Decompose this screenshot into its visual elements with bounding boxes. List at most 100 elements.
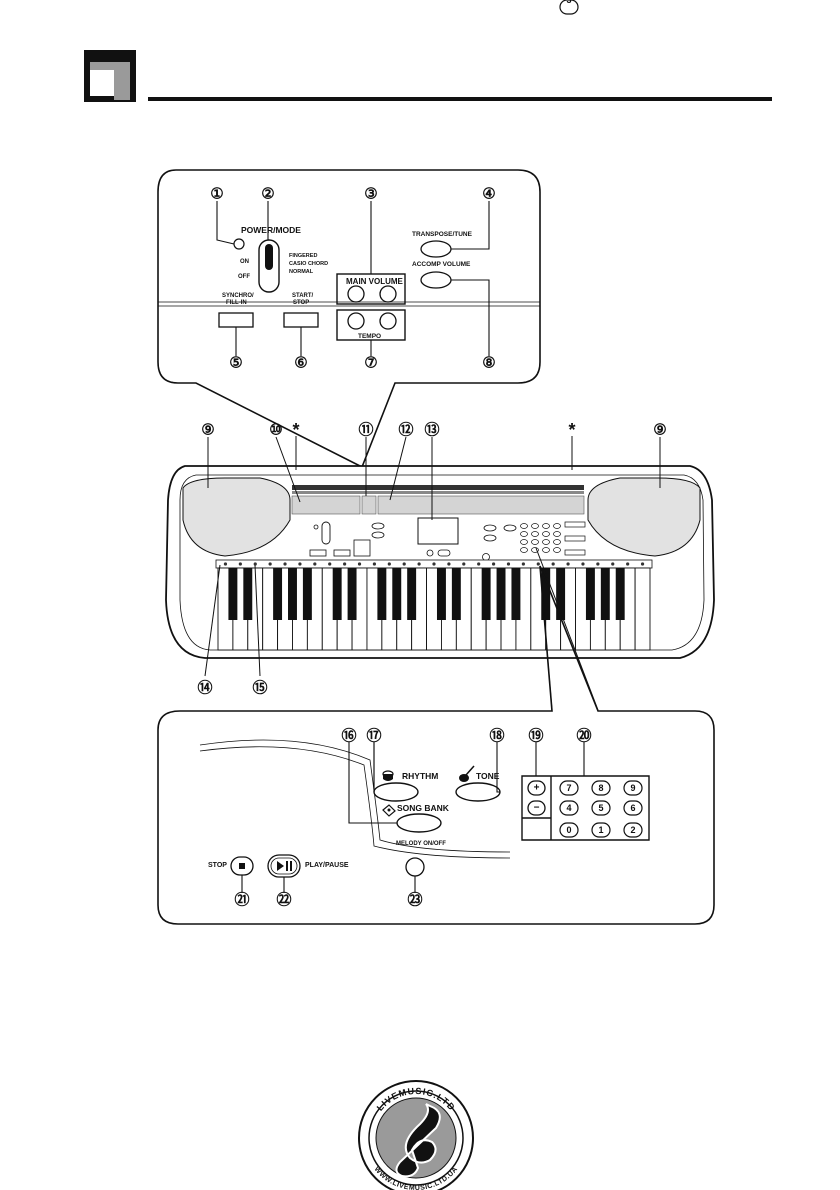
callout-8: ⑧ (482, 355, 495, 372)
black-key[interactable] (511, 568, 521, 620)
keypad-button-1[interactable] (591, 822, 611, 838)
power-led (233, 238, 245, 250)
key-marker (402, 562, 406, 566)
callout-14: ⑭ (197, 679, 212, 697)
callout-5: ⑤ (229, 355, 242, 372)
livemusic-logo: LIVEMUSIC.LTD WWW.LIVEMUSIC.LTD.UA (358, 1080, 474, 1190)
tempo-down-button[interactable] (347, 312, 365, 330)
keypad-button-4[interactable] (559, 800, 579, 816)
callout-7: ⑦ (364, 355, 377, 372)
keypad-button-0[interactable] (559, 822, 579, 838)
song-bank-label: SONG BANK (397, 803, 450, 813)
stop-icon (239, 863, 245, 869)
black-key[interactable] (347, 568, 357, 620)
callout-22: ㉒ (276, 891, 291, 909)
asterisk-left: * (292, 420, 299, 440)
keypad-button-7[interactable] (559, 780, 579, 796)
key-marker (506, 562, 511, 566)
rhythm-button[interactable] (373, 782, 419, 802)
keypad-button-8[interactable] (591, 780, 611, 796)
black-key[interactable] (451, 568, 461, 620)
keypad-button-9[interactable] (623, 780, 643, 796)
black-key[interactable] (288, 568, 297, 620)
key-marker (640, 562, 645, 566)
black-key[interactable] (332, 568, 342, 620)
black-key[interactable] (585, 568, 595, 620)
black-key[interactable] (273, 568, 283, 620)
black-key[interactable] (392, 568, 402, 620)
power-mode-label: POWER/MODE (241, 225, 301, 235)
keypad-button-3[interactable] (559, 0, 579, 15)
callout-3: ③ (364, 186, 377, 203)
callout-10: ⑩ (269, 422, 282, 439)
song-bank-button[interactable] (396, 813, 442, 833)
song-list (377, 495, 585, 515)
asterisk-right: * (568, 420, 575, 440)
start-label-1: START/ (292, 293, 314, 299)
mini-keypad-button (553, 523, 561, 529)
black-key[interactable] (302, 568, 312, 620)
key-marker (536, 562, 540, 566)
key-marker (313, 562, 317, 566)
key-marker (343, 562, 347, 566)
callout-1: ① (210, 186, 223, 203)
mini-keypad-button (553, 531, 561, 537)
black-key[interactable] (481, 568, 491, 620)
black-key[interactable] (541, 568, 551, 620)
keyboard-body: * * ⑨ ⑨ ⑩ ⑪ ⑫ ⑬ ⑭ ⑮ (165, 420, 715, 711)
keypad-digit: 5 (598, 803, 603, 813)
black-key[interactable] (377, 568, 387, 620)
mini-keypad-button (531, 531, 539, 537)
transpose-tune-button[interactable] (420, 240, 452, 258)
mini-keypad-button (531, 539, 539, 545)
key-marker (283, 562, 287, 566)
callout-16: ⑯ (341, 727, 356, 745)
guitar-icon (459, 765, 475, 782)
black-key[interactable] (228, 568, 238, 620)
callout-21: ㉑ (234, 891, 249, 909)
callout-12: ⑫ (398, 421, 413, 439)
rhythm-label: RHYTHM (402, 771, 438, 781)
keypad-button-5[interactable] (591, 800, 611, 816)
keypad-digit: 0 (566, 825, 571, 835)
callout-15: ⑮ (252, 679, 267, 697)
minus-button[interactable] (527, 800, 546, 816)
keypad-button-6[interactable] (623, 800, 643, 816)
mini-keypad-button (542, 523, 550, 529)
main-volume-label: MAIN VOLUME (346, 277, 404, 286)
synchro-fill-in-button[interactable] (218, 312, 254, 328)
rhythm-list (361, 495, 377, 515)
main-volume-up-button[interactable] (379, 285, 397, 303)
mini-slider (564, 521, 586, 528)
accomp-volume-button[interactable] (420, 271, 452, 289)
black-key[interactable] (556, 568, 566, 620)
callout-9-left: ⑨ (201, 422, 214, 439)
main-volume-down-button[interactable] (347, 285, 365, 303)
key-marker (417, 562, 421, 566)
black-key[interactable] (407, 568, 417, 620)
black-key[interactable] (600, 568, 610, 620)
white-key[interactable] (634, 567, 651, 651)
black-key[interactable] (615, 568, 625, 620)
keypad-digit: 1 (598, 825, 603, 835)
mini-keypad-button (542, 547, 550, 553)
mode-casio-chord: CASIO CHORD (289, 261, 328, 267)
tempo-up-button[interactable] (379, 312, 397, 330)
start-stop-button[interactable] (283, 312, 319, 328)
mini-keypad-button (520, 531, 528, 537)
callout-20: ⑳ (576, 727, 591, 745)
keypad-digit: 8 (598, 783, 603, 793)
black-key[interactable] (436, 568, 446, 620)
treble-clef-icon (395, 1103, 441, 1178)
plus-button[interactable] (527, 780, 546, 796)
synchro-label-1: SYNCHRO/ (222, 293, 254, 299)
tone-button[interactable] (455, 782, 501, 802)
black-key[interactable] (496, 568, 506, 620)
keypad-button-2[interactable] (623, 822, 643, 838)
key-marker (551, 562, 555, 566)
tone-label: TONE (476, 771, 500, 781)
top-panel-outline (157, 169, 541, 469)
keypad-digit: 9 (630, 783, 635, 793)
black-key[interactable] (243, 568, 253, 620)
